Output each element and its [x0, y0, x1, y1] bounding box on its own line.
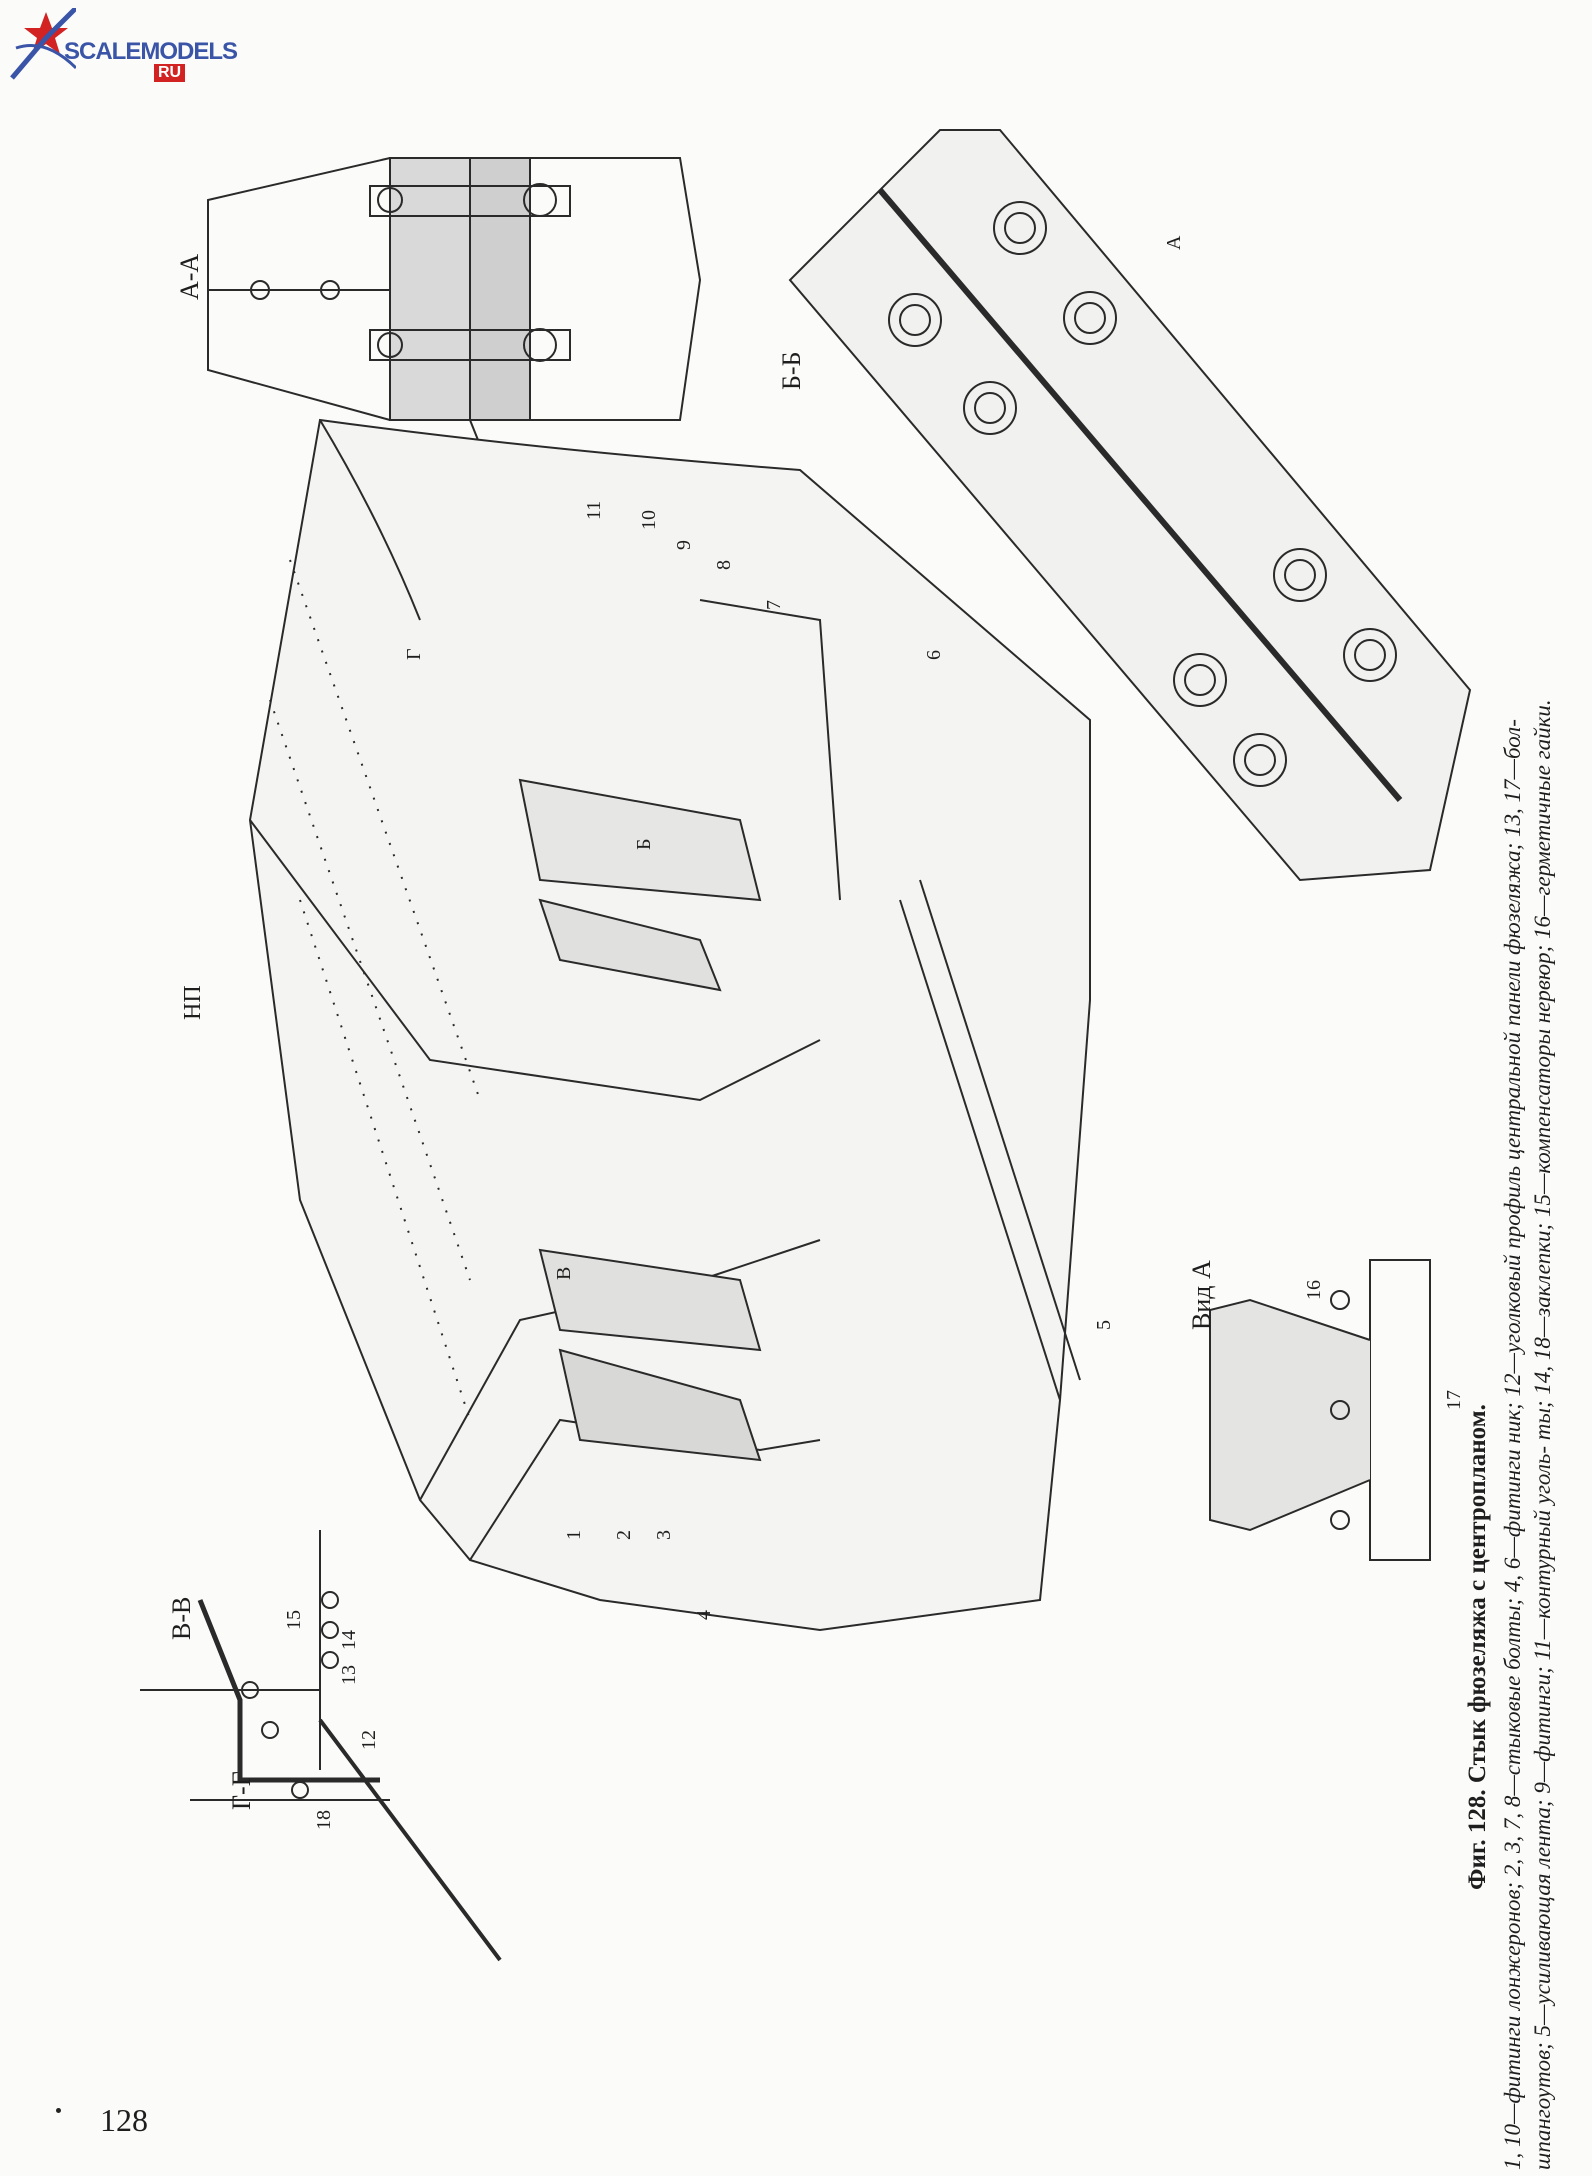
section-label-gg: Г-Г — [227, 1771, 256, 1810]
callout-11: 11 — [583, 501, 605, 520]
section-aa-drawing — [207, 157, 702, 471]
figure-caption-line-1: 1, 10—фитинги лонжеронов; 2, 3, 7, 8—сты… — [1500, 719, 1525, 2170]
callout-3: 3 — [653, 1530, 675, 1540]
figure-caption-line-2: шпангоутов; 5—усиливающая лента; 9—фитин… — [1530, 699, 1555, 2170]
callout-13: 13 — [338, 1665, 360, 1685]
logo-sub: RU — [154, 64, 186, 82]
section-label-aa: А-А — [175, 254, 204, 300]
propeller-star-icon — [10, 2, 82, 80]
section-label-vv: В-В — [167, 1597, 196, 1640]
callout-2: 2 — [613, 1530, 635, 1540]
section-vv-drawing — [140, 1530, 502, 1962]
callout-12: 12 — [358, 1730, 380, 1750]
callout-9: 9 — [673, 540, 695, 550]
callout-17: 17 — [1443, 1390, 1465, 1410]
section-label-bb: Б-Б — [777, 351, 806, 390]
section-bb-drawing — [788, 129, 1472, 882]
section-mark-g: Г — [403, 648, 425, 660]
section-mark-a: А — [1163, 235, 1185, 250]
page-dot — [56, 2108, 61, 2113]
section-gg-drawing — [190, 1599, 390, 1801]
view-a-drawing — [1209, 1259, 1431, 1561]
direction-label: НП — [180, 985, 206, 1020]
logo-text: SCALEMODELS — [64, 38, 238, 65]
callout-18: 18 — [313, 1810, 335, 1830]
callout-16: 16 — [1303, 1280, 1325, 1300]
page-number: 128 — [100, 2102, 148, 2138]
callout-10: 10 — [638, 510, 660, 530]
section-mark-v: В — [553, 1267, 575, 1280]
callout-1: 1 — [563, 1530, 585, 1540]
callout-6: 6 — [923, 650, 945, 660]
section-mark-b: Б — [633, 839, 655, 850]
site-logo: SCALEMODELS RU — [6, 2, 238, 88]
callout-5: 5 — [1093, 1320, 1115, 1330]
fuselage-isometric-drawing — [248, 418, 1091, 1632]
callout-7: 7 — [763, 600, 785, 610]
callout-14: 14 — [338, 1630, 360, 1650]
figure-caption-title: Фиг. 128. Стык фюзеляжа с центропланом. — [1464, 1404, 1491, 1890]
callout-8: 8 — [713, 560, 735, 570]
section-label-view-a: Вид А — [1187, 1260, 1216, 1330]
callout-15: 15 — [283, 1610, 305, 1630]
callout-4: 4 — [693, 1610, 715, 1620]
